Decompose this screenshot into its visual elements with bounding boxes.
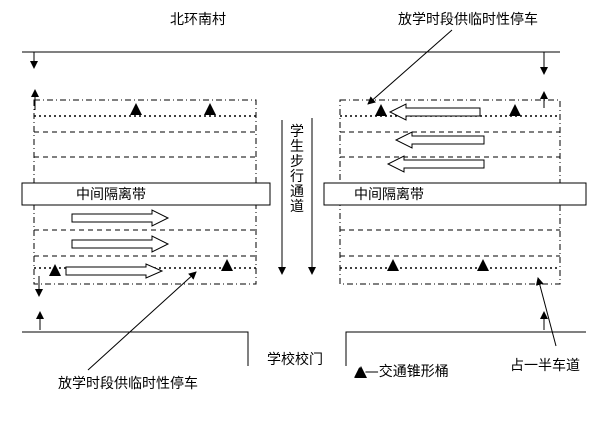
cone-icon: [387, 259, 399, 271]
lane-arrow-icon: [71, 209, 170, 227]
callout-lines: [87, 29, 557, 371]
north-village-label: 北环南村: [170, 12, 226, 28]
cone-icon: [509, 104, 521, 116]
median-label-right: 中间隔离带: [354, 187, 424, 203]
cone-legend-label: ▲—交通锥形桶: [354, 364, 449, 380]
left-median-strip: [21, 182, 271, 206]
cone-icon: [375, 104, 387, 116]
temp-parking-label-bottom: 放学时段供临时性停车: [58, 376, 198, 392]
cone-icon: [204, 103, 216, 115]
temp-parking-label-top: 放学时段供临时性停车: [398, 12, 538, 28]
cone-icon: [221, 259, 233, 271]
westbound-arrows: [386, 103, 485, 173]
right-median-strip: [323, 182, 587, 206]
traffic-cones: [49, 103, 521, 378]
half-lane-label: 占一半车道: [510, 358, 580, 374]
lane-arrow-icon: [71, 235, 170, 253]
walkway-arrows: [278, 118, 316, 275]
cone-legend-icon: [355, 366, 367, 378]
school-gate-label: 学校校门: [267, 352, 323, 368]
cone-icon: [130, 103, 142, 115]
eastbound-arrows: [65, 209, 170, 279]
lane-arrow-icon: [394, 131, 485, 149]
lane-arrow-icon: [388, 103, 481, 121]
lane-arrow-icon: [65, 263, 164, 279]
cone-icon: [477, 259, 489, 271]
lane-arrow-icon: [386, 155, 485, 173]
median-label-left: 中间隔离带: [76, 187, 146, 203]
cone-icon: [49, 264, 61, 276]
student-walkway-label: 学生步行通道: [290, 124, 304, 215]
school-boundary: [22, 331, 586, 366]
